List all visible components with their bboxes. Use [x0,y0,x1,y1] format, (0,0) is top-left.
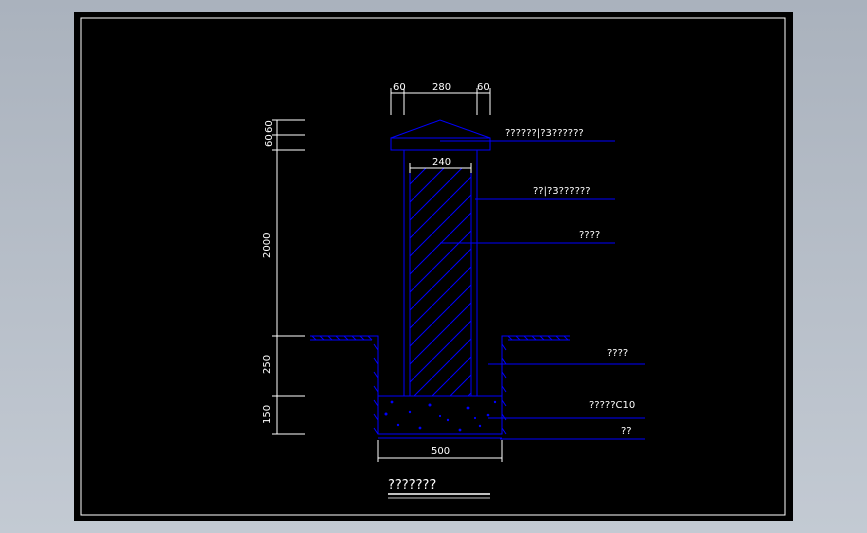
dimension-lines [272,88,503,462]
drawing-frame [80,17,786,516]
dim-v-depth: 250 [262,355,273,374]
note-base: ?? [621,426,632,437]
note-finish: ??|?3?????? [533,186,591,197]
dim-top-width: 280 [432,82,451,93]
note-concrete: ?????C10 [589,400,635,411]
note-backfill: ???? [607,348,628,359]
note-column: ???? [579,230,600,241]
note-cap: ??????|?3?????? [505,128,584,139]
dim-cap-right: 60 [477,82,490,93]
dim-v-footing: 150 [262,405,273,424]
dim-cap-left: 60 [393,82,406,93]
concrete-speckle [384,400,497,432]
ground-left [310,335,379,396]
ground-right [501,335,570,396]
dim-v-height: 2000 [262,233,273,258]
dim-column-width: 240 [432,157,451,168]
footing [377,395,503,435]
cap-top [390,119,491,139]
drawing-title: ??????? [388,478,436,493]
wall-section [310,119,645,440]
dim-v-cap-1: 60 [264,120,275,133]
soil-ticks [311,335,569,435]
dim-footing-width: 500 [431,446,450,457]
column-core-hatch [409,167,472,397]
dim-v-cap-2: 60 [264,134,275,147]
